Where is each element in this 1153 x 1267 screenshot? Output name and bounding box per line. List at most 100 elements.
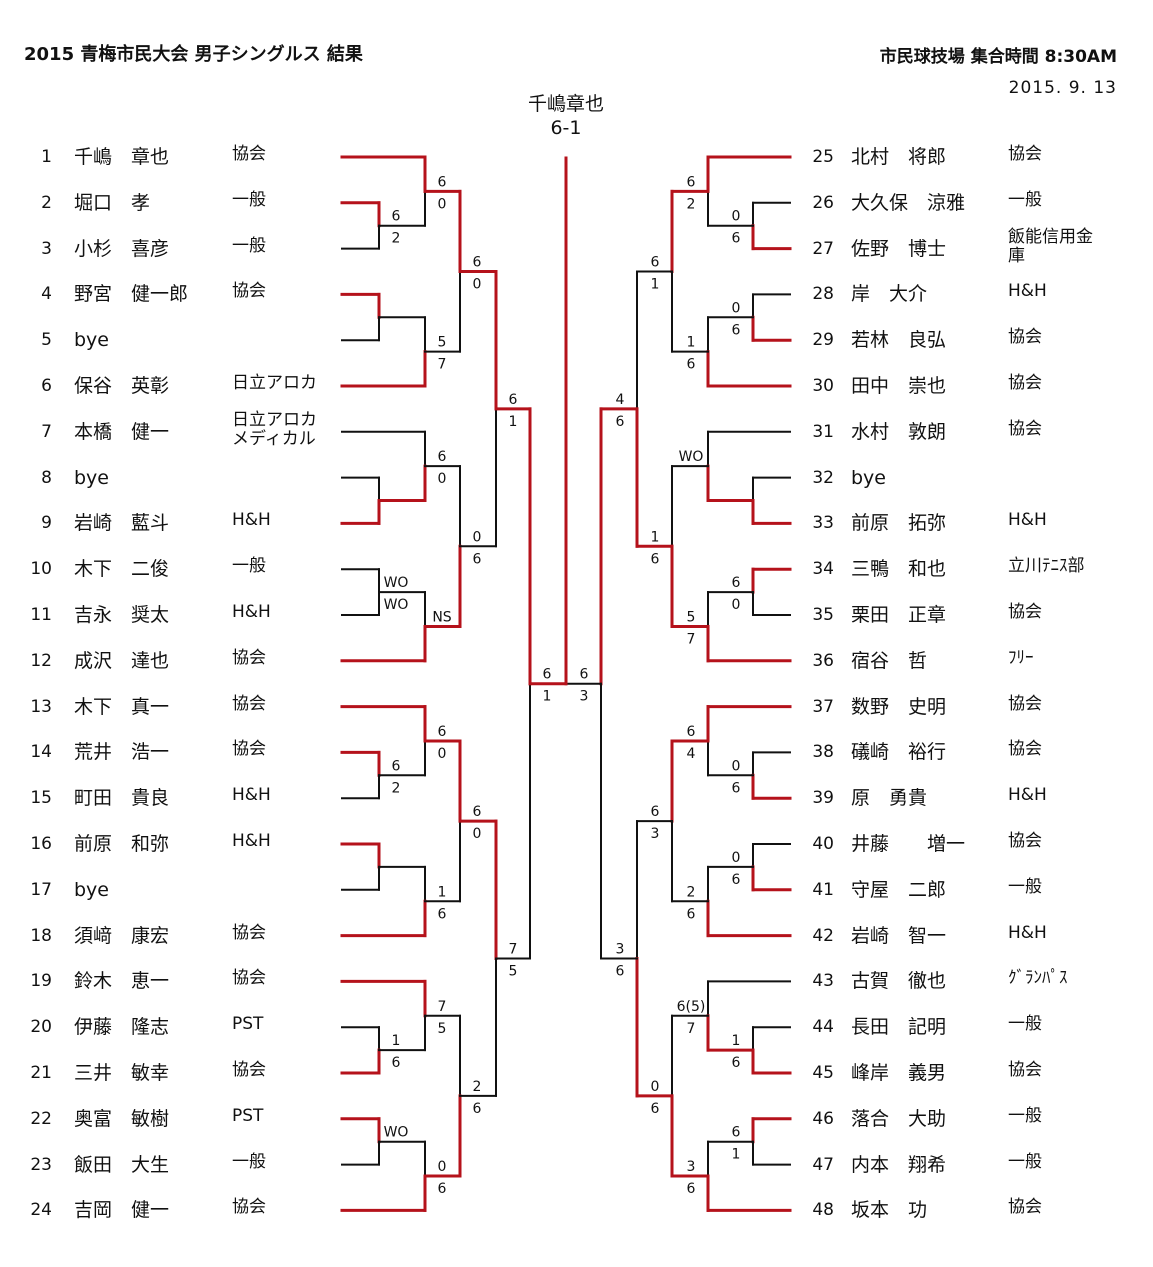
player-name: 小杉 喜彦 xyxy=(74,237,170,260)
match-score: 7 xyxy=(438,999,447,1015)
match-score: WO xyxy=(384,597,409,613)
player-name: 数野 史明 xyxy=(851,695,947,718)
match-score: 6 xyxy=(732,1125,741,1141)
draw-number: 18 xyxy=(30,925,52,946)
draw-number: 16 xyxy=(30,834,52,854)
player-row: 7 本橋 健一 日立アロカメディカル xyxy=(0,410,1153,448)
draw-number: 44 xyxy=(812,1017,834,1038)
match-score: 5 xyxy=(509,964,518,980)
player-name: 須﨑 康宏 xyxy=(74,924,170,947)
player-club: 協会 xyxy=(1008,1060,1042,1080)
match-score: 5 xyxy=(438,335,447,351)
player-name: 前原 和弥 xyxy=(74,833,170,855)
player-club: H&H xyxy=(1008,281,1047,302)
draw-number: 5 xyxy=(41,330,52,351)
player-club: 一般 xyxy=(1008,1014,1042,1035)
match-score: 1 xyxy=(687,335,696,351)
draw-number: 6 xyxy=(41,376,52,396)
player-club: 一般 xyxy=(1008,189,1042,210)
player-club: 日立アロカ xyxy=(232,373,317,393)
player-club: 協会 xyxy=(232,1197,266,1218)
match-score: 6 xyxy=(732,1055,741,1071)
draw-number: 47 xyxy=(812,1154,834,1175)
player-row: 44 長田 記明 一般 xyxy=(0,1015,1153,1039)
venue-and-meeting-time: 市民球技場 集合時間 8:30AM xyxy=(879,47,1117,67)
player-club: 協会 xyxy=(1008,144,1042,164)
match-score: 0 xyxy=(438,471,447,487)
match-score: 0 xyxy=(438,1159,447,1175)
page-title: 2015 青梅市民大会 男子シングルス 結果 xyxy=(24,44,363,65)
player-name: 水村 敦朗 xyxy=(851,420,947,443)
player-name: 長田 記明 xyxy=(851,1016,947,1039)
draw-number: 3 xyxy=(41,238,52,259)
match-score: 1 xyxy=(438,884,447,900)
match-score: 6 xyxy=(687,1181,696,1197)
match-score: WO xyxy=(679,449,704,465)
match-score: 6 xyxy=(616,414,625,430)
player-name: 鈴木 恵一 xyxy=(74,970,170,993)
player-name: 田中 崇也 xyxy=(851,375,947,397)
match-score: 2 xyxy=(687,196,696,212)
draw-number: 35 xyxy=(812,605,834,625)
player-club: ﾌﾘｰ xyxy=(1008,647,1034,668)
player-club: 協会 xyxy=(232,968,266,989)
player-club: ｸﾞﾗﾝﾊﾟｽ xyxy=(1008,968,1068,989)
player-name: bye xyxy=(851,466,886,489)
match-score: 7 xyxy=(687,631,696,647)
player-club: 飯能信用金庫 xyxy=(1008,226,1093,266)
player-club: 一般 xyxy=(232,189,266,210)
match-score: 6 xyxy=(438,724,447,740)
player-club: H&H xyxy=(232,602,271,622)
player-name: 本橋 健一 xyxy=(74,420,170,443)
player-name: 前原 拓弥 xyxy=(851,512,947,535)
player-club: 協会 xyxy=(232,693,266,714)
match-score: 6 xyxy=(438,1181,447,1197)
player-club: 協会 xyxy=(1008,739,1042,760)
player-club: 協会 xyxy=(1008,693,1042,714)
player-name: 大久保 涼雅 xyxy=(851,191,966,214)
match-score: 1 xyxy=(509,414,518,430)
draw-number: 38 xyxy=(812,742,834,763)
player-name: bye xyxy=(74,466,109,489)
match-score: 6 xyxy=(651,804,660,820)
player-name: 岩崎 智一 xyxy=(851,924,947,947)
player-name: 北村 将郎 xyxy=(851,146,947,168)
draw-number: 21 xyxy=(30,1063,52,1083)
player-name: 守屋 二郎 xyxy=(851,878,947,901)
match-score: WO xyxy=(384,575,409,591)
draw-number: 20 xyxy=(30,1017,52,1038)
draw-number: 27 xyxy=(812,238,834,259)
player-name: 原 勇貴 xyxy=(851,787,928,810)
player-club: 日立アロカメディカル xyxy=(232,409,317,449)
match-score: 4 xyxy=(616,392,625,408)
draw-number: 7 xyxy=(41,421,52,442)
match-score: 0 xyxy=(473,529,482,545)
draw-number: 4 xyxy=(41,284,52,305)
draw-number: 37 xyxy=(812,696,834,717)
draw-number: 46 xyxy=(812,1108,834,1129)
match-score: 6 xyxy=(580,667,589,683)
player-name: 堀口 孝 xyxy=(74,191,151,214)
player-name: 木下 真一 xyxy=(74,695,170,718)
match-score: 6 xyxy=(438,906,447,922)
player-row: 2 堀口 孝 一般 xyxy=(0,189,1153,215)
match-score: NS xyxy=(432,609,451,625)
match-score: 6 xyxy=(438,449,447,465)
draw-number: 14 xyxy=(30,742,52,763)
draw-number: 23 xyxy=(30,1154,52,1175)
